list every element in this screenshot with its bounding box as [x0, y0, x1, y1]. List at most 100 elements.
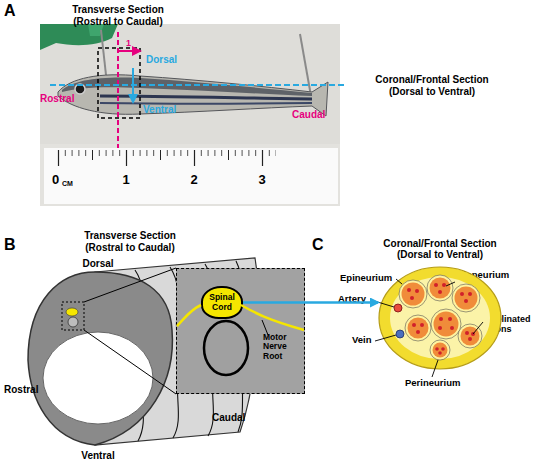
part-label: Epineurium [340, 273, 392, 284]
leader-line [473, 322, 483, 334]
axon [434, 283, 438, 287]
cm-tick [194, 150, 195, 166]
nerve-interior [390, 277, 490, 359]
axon [420, 323, 424, 327]
epineurium [379, 267, 501, 369]
ruler-number: 2 [184, 173, 204, 188]
leader-line [446, 282, 455, 286]
axon [448, 317, 452, 321]
glove [40, 24, 118, 50]
ruler [44, 148, 338, 204]
fascicle [452, 284, 480, 312]
fascicle [427, 275, 453, 301]
perineurium-ring [430, 340, 450, 360]
perineurium-ring [452, 284, 480, 312]
axon [465, 331, 469, 335]
axon [468, 292, 472, 296]
axon [416, 330, 420, 334]
perineurium-ring [399, 280, 427, 308]
spinal-cord-small [66, 308, 78, 316]
fascicle [430, 340, 450, 360]
perineurium-ring [431, 309, 461, 339]
nerve-outline [378, 266, 502, 370]
half-tick [160, 150, 161, 160]
half-tick [92, 150, 93, 160]
axon [438, 326, 442, 330]
half-tick [228, 150, 229, 160]
leader-line [432, 360, 438, 377]
axon [415, 289, 419, 293]
endoneurium [433, 343, 448, 358]
axis-label: Dorsal [68, 258, 128, 270]
nerve-root [241, 305, 304, 330]
axon [450, 326, 454, 330]
ruler-body [44, 148, 338, 204]
notochord [204, 321, 248, 375]
axon [464, 299, 468, 303]
zoom-line [84, 330, 176, 394]
axis-label: Rostral [40, 93, 74, 105]
section-face [28, 272, 172, 445]
direction-arrow [119, 50, 140, 52]
axis-label: Dorsal [146, 54, 177, 66]
spinal-cord: Spinal Cord [201, 286, 243, 319]
part-label: Artery [338, 294, 366, 305]
panel-letter: C [312, 236, 324, 254]
perineurium-ring [405, 315, 431, 341]
direction-arrow [132, 68, 134, 102]
fascicle [431, 309, 461, 339]
vein [396, 330, 404, 338]
endoneurium [408, 318, 429, 339]
region-box [98, 48, 140, 118]
pin [300, 34, 311, 96]
ruler-number: 3 [252, 173, 272, 188]
cm-tick [58, 150, 59, 166]
inset-box: Motor Nerve Root Spinal Cord [176, 268, 305, 394]
callout-number: 1 [126, 38, 131, 48]
nerve-root [177, 305, 201, 326]
node-label: Motor Nerve Root [263, 333, 305, 361]
node-label: Coronal/Frontal Section (Dorsal to Ventr… [365, 238, 515, 260]
axon [407, 288, 411, 292]
axon [410, 296, 414, 300]
axon [412, 323, 416, 327]
zoom-line [84, 268, 176, 302]
axon [438, 290, 442, 294]
section-title: Transverse Section (Rostral to Caudal) [71, 230, 189, 253]
fish-back [62, 78, 312, 97]
axon [468, 337, 472, 341]
axon [438, 351, 442, 355]
perineurium-ring [458, 324, 482, 348]
axis-label: Ventral [68, 450, 128, 462]
fascicle [405, 315, 431, 341]
axis-label: Caudal [292, 109, 325, 121]
foam-board [40, 24, 340, 206]
notochord-small [68, 317, 78, 327]
cm-tick [126, 150, 127, 166]
leader-line [396, 279, 402, 284]
zoom-box [62, 302, 84, 330]
part-label: Perineurium [405, 378, 460, 389]
endoneurium [402, 283, 425, 306]
nerve-cross-section: Coronal/Frontal Section (Dorsal to Ventr… [378, 266, 502, 370]
ruler-number: 0 [52, 173, 59, 188]
ruler-unit: CM [62, 180, 73, 188]
panel-letter: B [4, 236, 16, 254]
axon [439, 317, 443, 321]
mm-ticks [58, 150, 276, 156]
leader-lines [371, 279, 483, 377]
axon [471, 332, 475, 336]
axis-label: Rostral [4, 384, 38, 396]
panel-letter: A [4, 2, 16, 20]
artery [394, 304, 402, 312]
axon [435, 347, 439, 351]
fish-photo [40, 24, 340, 206]
section-title: Coronal/Frontal Section (Dorsal to Ventr… [357, 74, 507, 97]
endoneurium [455, 287, 478, 310]
leader-line [375, 335, 396, 341]
perineurium-ring [427, 275, 453, 301]
